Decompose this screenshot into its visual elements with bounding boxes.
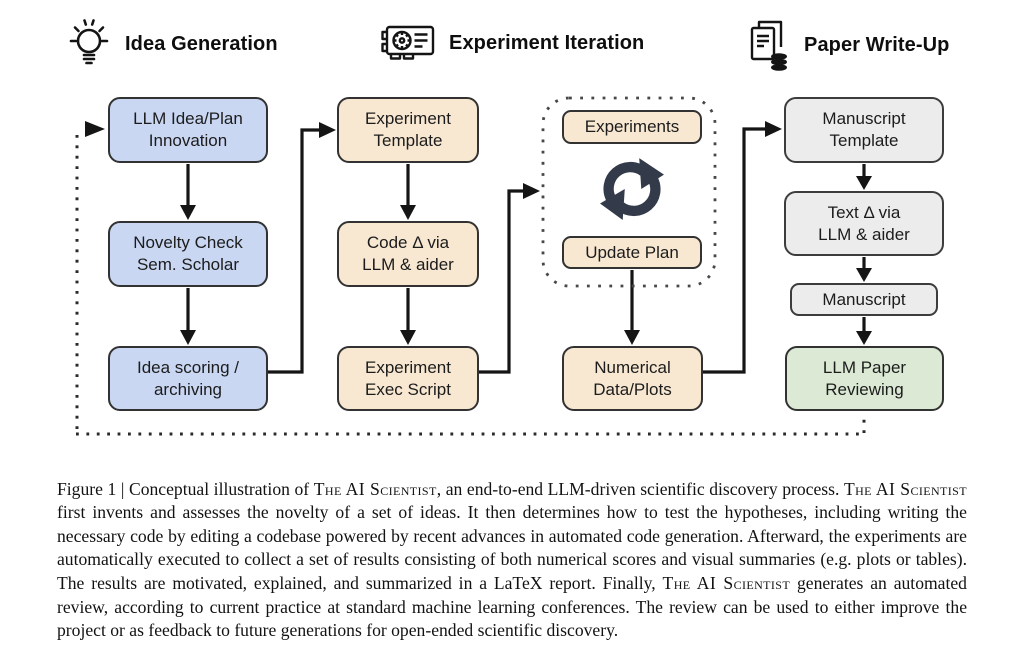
flow-lines (186, 127, 866, 374)
gpu-icon (381, 25, 435, 60)
caption-segment: , an end-to-end LLM-driven scientific di… (436, 478, 844, 499)
node-text-delta: Text Δ via LLM & aider (784, 191, 944, 256)
node-experiment-template: Experiment Template (337, 97, 479, 163)
caption-segment: The AI Scientist (843, 478, 967, 499)
section-header-idea-generation: Idea Generation (66, 16, 278, 72)
caption-segment: generates an automated review, according… (57, 572, 967, 641)
connector-arrows (75, 96, 872, 436)
node-llm-paper-reviewing: LLM Paper Reviewing (785, 346, 944, 411)
node-manuscript: Manuscript (790, 283, 938, 316)
caption-segment: first invents and assesses the novelty o… (57, 502, 967, 593)
node-llm-idea-plan-innovation: LLM Idea/Plan Innovation (108, 97, 268, 163)
node-experiments: Experiments (562, 110, 702, 144)
node-experiment-exec-script: Experiment Exec Script (337, 346, 479, 411)
arrowheads (85, 121, 872, 345)
section-header-paper-write-up: Paper Write-Up (747, 18, 950, 72)
node-code-delta: Code Δ via LLM & aider (337, 221, 479, 287)
node-idea-scoring-archiving: Idea scoring / archiving (108, 346, 268, 411)
feedback-loop-dotted-line (75, 135, 866, 436)
node-manuscript-template: Manuscript Template (784, 97, 944, 163)
caption-segment: Figure 1 | Conceptual illustration of (57, 478, 314, 499)
section-title: Experiment Iteration (449, 31, 645, 54)
cycle-refresh-icon (600, 158, 664, 220)
section-title: Paper Write-Up (804, 33, 950, 56)
caption-segment: The AI Scientist (662, 572, 791, 593)
lightbulb-icon (69, 19, 109, 65)
node-update-plan: Update Plan (562, 236, 702, 269)
caption-segment: The AI Scientist (313, 478, 437, 499)
node-novelty-check: Novelty Check Sem. Scholar (108, 221, 268, 287)
paper-stack-icon (750, 20, 787, 71)
figure-caption: Figure 1 | Conceptual illustration of Th… (57, 478, 967, 643)
node-numerical-data-plots: Numerical Data/Plots (562, 346, 703, 411)
section-header-experiment-iteration: Experiment Iteration (378, 20, 644, 66)
section-title: Idea Generation (125, 32, 278, 55)
